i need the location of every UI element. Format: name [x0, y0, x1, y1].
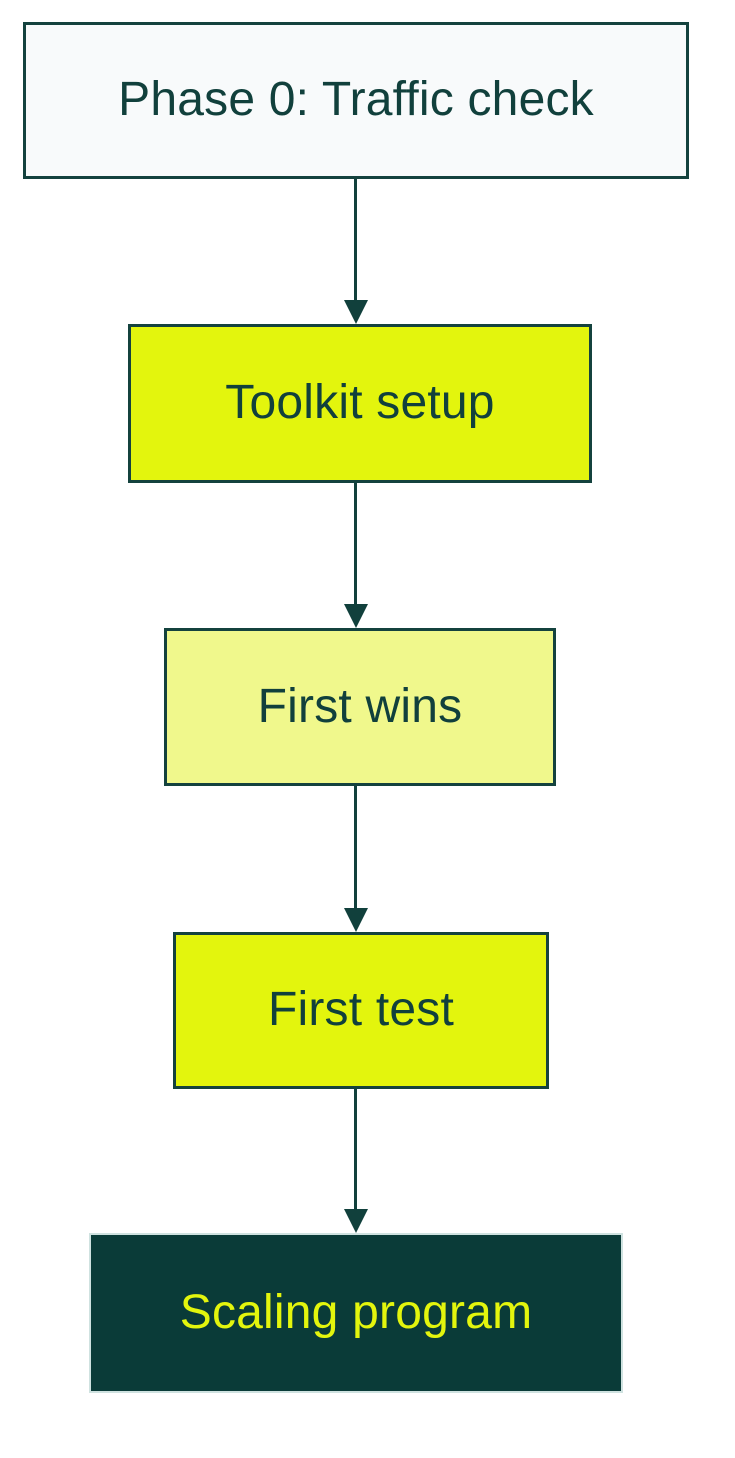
- arrow-down-icon: [344, 604, 368, 628]
- node-phase0-label: Phase 0: Traffic check: [118, 73, 594, 127]
- node-first-wins: First wins: [164, 628, 556, 786]
- node-first-test-label: First test: [267, 983, 454, 1037]
- node-toolkit-label: Toolkit setup: [225, 376, 495, 430]
- arrow-down-icon: [344, 908, 368, 932]
- node-first-test: First test: [173, 932, 549, 1089]
- arrow-down-icon: [344, 1209, 368, 1233]
- arrow-down-icon: [344, 300, 368, 324]
- edge-phase0-to-toolkit-line: [354, 179, 357, 302]
- node-phase0-traffic-check: Phase 0: Traffic check: [23, 22, 689, 179]
- edge-test-to-scaling-line: [354, 1089, 357, 1211]
- edge-toolkit-to-wins-line: [354, 483, 357, 606]
- node-first-wins-label: First wins: [257, 679, 463, 733]
- node-scaling-program: Scaling program: [89, 1233, 623, 1393]
- node-toolkit-setup: Toolkit setup: [128, 324, 592, 483]
- edge-wins-to-test-line: [354, 786, 357, 910]
- node-scaling-program-label: Scaling program: [179, 1285, 533, 1339]
